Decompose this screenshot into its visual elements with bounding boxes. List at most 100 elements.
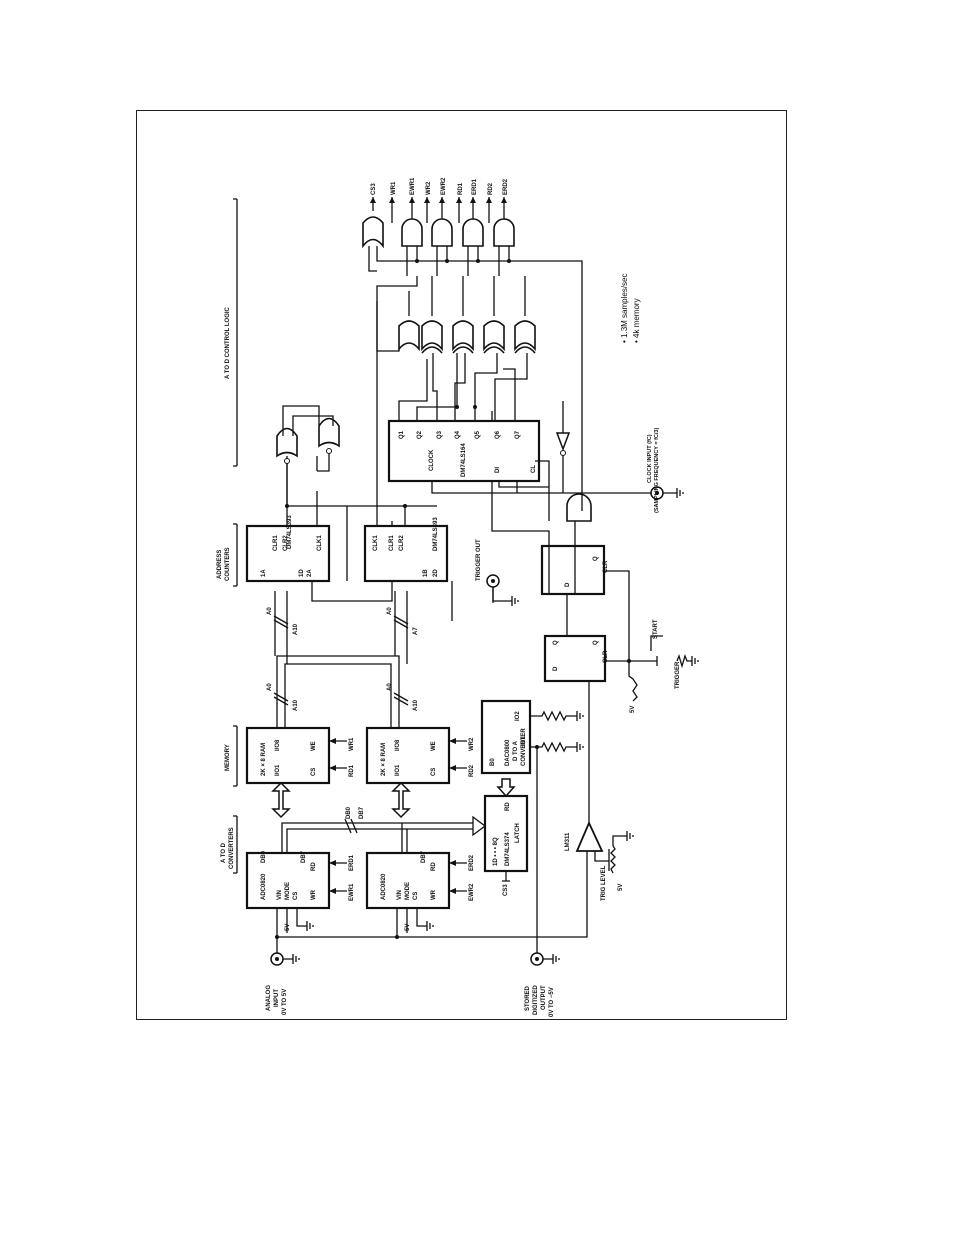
label-ad-converters-1: A TO D xyxy=(221,842,227,863)
shift-register-box xyxy=(387,419,541,483)
sr-q5: Q5 xyxy=(475,430,481,439)
addr-a0-4: A0 xyxy=(387,607,393,615)
latch-name-1: DM74LS374 xyxy=(505,832,511,866)
nor-gate-1 xyxy=(276,427,298,458)
adc1-5v: 5V xyxy=(285,924,291,931)
out-rd2: RD2 xyxy=(488,182,494,195)
adc1-vin: VIN xyxy=(277,890,283,900)
label-address-counters-2: COUNTERS xyxy=(225,547,231,581)
label-control-logic: A TO D CONTROL LOGIC xyxy=(225,306,231,379)
counter1-2a: 2A xyxy=(307,569,313,577)
lm311-label: LM311 xyxy=(565,832,571,851)
adc-ram-bus-arrows xyxy=(271,781,411,819)
ram2-cs: CS xyxy=(431,768,437,776)
adc1-mode: MODE xyxy=(285,882,291,900)
latch-box xyxy=(483,794,529,873)
schematic-frame: A TO D CONVERTERS MEMORY ADDRESS COUNTER… xyxy=(136,110,787,1020)
counter2-clr1: CLR1 xyxy=(389,535,395,551)
and-gate-3 xyxy=(462,218,484,247)
bracket-ad xyxy=(233,815,238,874)
sr-cl: CL xyxy=(531,465,537,473)
bracket-counters xyxy=(233,523,238,587)
adc1-erd-label: ERD1 xyxy=(349,854,355,871)
inverter xyxy=(555,432,571,452)
clock-input-label-2: (SAMPLING FREQUENCY = fC/3) xyxy=(654,428,660,513)
dac-io2: IO2 xyxy=(515,711,521,721)
counter-2-box xyxy=(363,524,449,583)
stored-output-label-3: OUTPUT xyxy=(541,985,547,1010)
adc1-ewr-label: EWR1 xyxy=(349,883,355,901)
ram1-name: 2K × 8 RAM xyxy=(261,743,267,776)
sr-name: DM74LS164 xyxy=(461,443,467,477)
out-erd1: ERD1 xyxy=(472,178,478,195)
sr-q4: Q4 xyxy=(455,430,461,439)
ram1-cs: CS xyxy=(311,768,317,776)
lm311-comparator xyxy=(575,701,634,874)
latch-dac-arrow xyxy=(496,778,516,882)
and-gate-ff xyxy=(566,493,592,522)
label-address-counters-1: ADDRESS xyxy=(217,550,223,579)
adc1-db0: DB0 xyxy=(261,850,267,863)
adc2-name: ADC0820 xyxy=(381,873,387,900)
output-gates xyxy=(362,197,583,511)
or-gate-cs3 xyxy=(362,216,384,249)
latch-cs3: CS3 xyxy=(503,884,509,896)
addr-a0-1: A0 xyxy=(267,683,273,691)
bracket-memory xyxy=(233,725,238,787)
ff2-clr: CLR xyxy=(603,560,609,573)
or-gate-cs3-pre xyxy=(398,320,420,352)
addr-a0-3: A0 xyxy=(267,607,273,615)
schematic-diagram: A TO D CONVERTERS MEMORY ADDRESS COUNTER… xyxy=(217,177,699,1017)
trig-5v: 5V xyxy=(618,884,624,891)
section-brackets xyxy=(233,198,238,874)
analog-input-label-1: ANALOG xyxy=(266,985,272,1011)
ram1-io8: I/O8 xyxy=(275,739,281,751)
adc-supplies xyxy=(286,908,434,933)
counter2-clk1: CLK1 xyxy=(373,535,379,551)
counter1-1d: 1D xyxy=(299,569,305,577)
dac-outputs xyxy=(530,710,584,966)
counter2-name: DM74LS393 xyxy=(433,517,439,551)
bracket-control xyxy=(233,198,238,467)
ram1-we: WE xyxy=(311,741,317,751)
adc1-db7: DB7 xyxy=(301,850,307,863)
out-rd1: RD1 xyxy=(458,182,464,195)
ram-2-box xyxy=(365,726,451,785)
out-cs3: CS3 xyxy=(371,183,377,195)
dac0800-box xyxy=(480,699,532,775)
shift-register-wiring xyxy=(398,349,657,521)
xor-gate-2 xyxy=(452,320,474,354)
sr-q3: Q3 xyxy=(437,430,443,439)
trigger-out-label: TRIGGER OUT xyxy=(476,539,482,581)
adc2-mode: MODE xyxy=(405,882,411,900)
out-wr2: WR2 xyxy=(426,181,432,195)
ff2-q: Q xyxy=(593,556,599,561)
counter1-clr2: CLR2 xyxy=(283,535,289,551)
label-ad-converters-2: CONVERTERS xyxy=(229,827,235,869)
xor-gate-1 xyxy=(421,320,443,354)
ram1-rd-label: RD1 xyxy=(349,764,355,777)
adc2-rd: RD xyxy=(431,862,437,871)
counter-wiring xyxy=(276,301,453,621)
nor-gate-2 xyxy=(318,417,340,448)
and-gate-1 xyxy=(401,218,423,247)
counter2-clr2: CLR2 xyxy=(399,535,405,551)
stored-output-label-2: DIGITIZED xyxy=(533,985,539,1015)
start-label: START xyxy=(653,619,659,639)
sr-q2: Q2 xyxy=(417,430,423,439)
ram-control-signals xyxy=(329,738,467,771)
analog-input-label-2: INPUT xyxy=(274,989,280,1007)
addr-a0-2: A0 xyxy=(387,683,393,691)
counter1-clk1: CLK1 xyxy=(317,535,323,551)
xor-gate-3 xyxy=(483,320,505,354)
adc2-db7: DB7 xyxy=(421,850,427,863)
addr-a10-1: A10 xyxy=(293,699,299,711)
flipflop-2-box xyxy=(540,544,606,596)
out-ewr2: EWR2 xyxy=(441,177,447,195)
dac-name-2: D TO A xyxy=(513,740,519,761)
adc2-cs: CS xyxy=(413,892,419,900)
dac-name-3: CONVERTER xyxy=(521,728,527,766)
adc-control-signals xyxy=(329,860,467,894)
counter2-2d: 2D xyxy=(433,569,439,577)
ff1-d: D xyxy=(553,666,559,671)
